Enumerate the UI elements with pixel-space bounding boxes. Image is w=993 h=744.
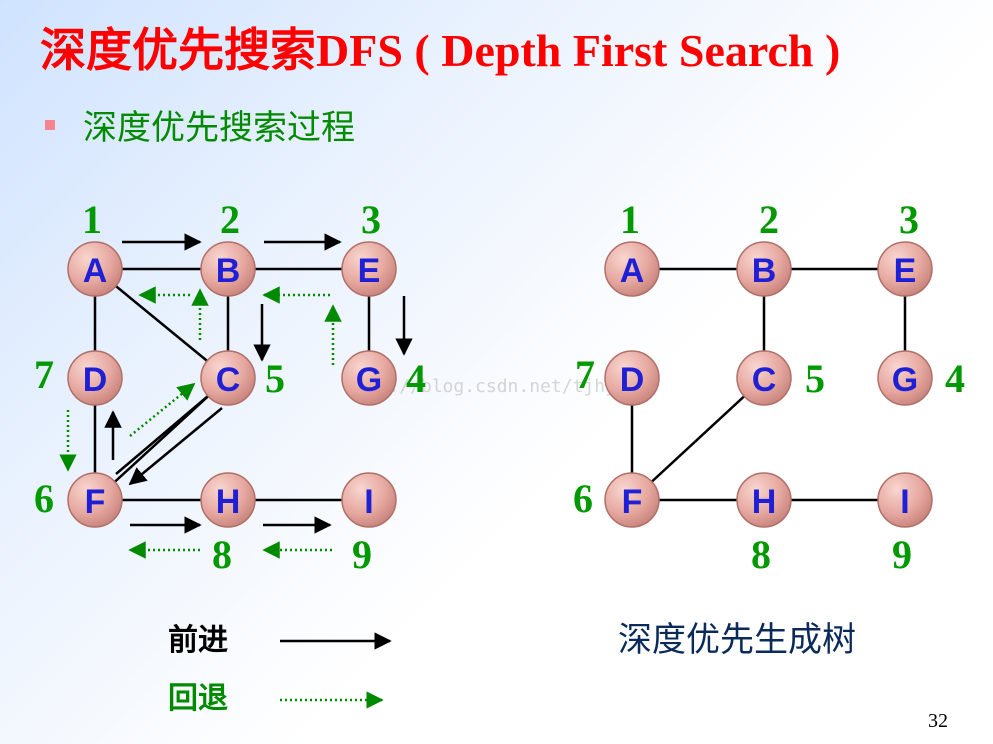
tree-node-G: G: [877, 350, 933, 406]
node-label: B: [216, 252, 241, 290]
tree-order-number-A: 1: [620, 197, 640, 242]
order-number-B: 2: [220, 197, 240, 242]
backtrack-arrow-F-C: [129, 382, 196, 437]
node-label: I: [364, 483, 373, 521]
node-label: F: [85, 483, 106, 521]
tree-node-F: F: [604, 472, 660, 528]
node-label: D: [83, 361, 108, 399]
order-number-D: 7: [34, 352, 54, 397]
bullet-text: 深度优先搜索过程: [83, 108, 355, 148]
order-number-G: 4: [406, 356, 426, 401]
left-graph-nodes: A B E D C G F H I: [67, 241, 397, 528]
node-label: I: [900, 483, 909, 521]
order-number-I: 9: [352, 532, 372, 577]
node-label: F: [622, 483, 643, 521]
tree-node-B: B: [736, 241, 792, 297]
order-number-F: 6: [34, 476, 54, 521]
tree-order-number-G: 4: [945, 356, 965, 401]
left-node-C: C: [200, 350, 256, 406]
left-node-D: D: [67, 350, 123, 406]
left-order-numbers: 1 2 3 7 5 4 6 8 9: [34, 197, 426, 577]
node-label: C: [752, 361, 777, 399]
right-order-numbers: 1 2 3 7 5 4 6 8 9: [573, 197, 965, 577]
left-node-I: I: [341, 472, 397, 528]
watermark-text: http://blog.csdn.net/tjhy: [345, 376, 616, 397]
page-number: 32: [928, 710, 948, 732]
left-node-G: G: [341, 350, 397, 406]
forward-arrows: [104, 233, 413, 534]
tree-order-number-I: 9: [892, 532, 912, 577]
left-node-A: A: [67, 241, 123, 297]
left-node-H: H: [200, 472, 256, 528]
right-tree-nodes: A B E D C G F H I: [604, 241, 933, 528]
node-label: E: [894, 252, 917, 290]
forward-arrow-parallel-C-F: [115, 395, 209, 475]
tree-node-A: A: [604, 241, 660, 297]
forward-arrow-C-F: [128, 407, 223, 486]
tree-order-number-C: 5: [805, 356, 825, 401]
node-label: H: [216, 483, 241, 521]
node-label: A: [620, 252, 645, 290]
tree-order-number-B: 2: [759, 197, 779, 242]
tree-node-D: D: [604, 350, 660, 406]
edge-A-C: [94, 268, 229, 379]
legend: 前进 回退: [168, 623, 392, 716]
node-label: E: [358, 252, 381, 290]
tree-node-C: C: [736, 350, 792, 406]
legend-backtrack-label: 回退: [168, 681, 228, 716]
tree-order-number-E: 3: [899, 197, 919, 242]
bullet-point: 深度优先搜索过程: [45, 100, 355, 149]
tree-node-H: H: [736, 472, 792, 528]
node-label: G: [892, 361, 918, 399]
spanning-tree-caption: 深度优先生成树: [618, 620, 856, 660]
order-number-C: 5: [265, 356, 285, 401]
left-node-E: E: [341, 241, 397, 297]
slide-title: 深度优先搜索DFS ( Depth First Search ): [40, 25, 841, 76]
node-label: G: [356, 361, 382, 399]
node-label: H: [752, 483, 777, 521]
order-number-H: 8: [212, 532, 232, 577]
left-node-B: B: [200, 241, 256, 297]
tree-order-number-D: 7: [575, 352, 595, 397]
tree-edge-C-F: [631, 377, 765, 501]
node-label: C: [216, 361, 241, 399]
legend-forward-label: 前进: [168, 623, 228, 658]
node-label: A: [83, 252, 108, 290]
node-label: B: [752, 252, 777, 290]
left-node-F: F: [67, 472, 123, 528]
backtrack-arrows: [59, 286, 342, 559]
tree-node-I: I: [877, 472, 933, 528]
tree-node-E: E: [877, 241, 933, 297]
tree-order-number-H: 8: [751, 532, 771, 577]
tree-order-number-F: 6: [573, 476, 593, 521]
order-number-A: 1: [82, 197, 102, 242]
bullet-square-icon: [45, 119, 55, 130]
node-label: D: [620, 361, 645, 399]
order-number-E: 3: [361, 197, 381, 242]
